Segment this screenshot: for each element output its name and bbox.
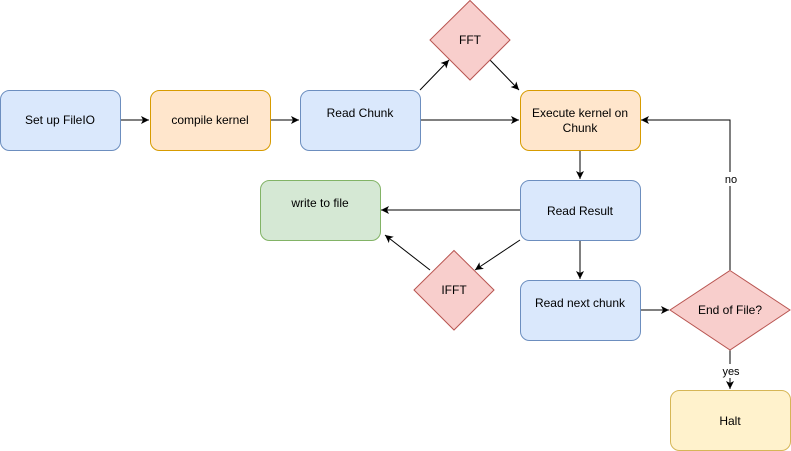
edges: no yes	[120, 59, 743, 389]
node-execute-kernel-label-line1: Execute kernel on	[532, 106, 628, 120]
node-compile-kernel[interactable]: compile kernel	[150, 90, 271, 151]
node-end-of-file-decision[interactable]: End of File?	[669, 269, 791, 351]
node-fft[interactable]: FFT	[429, 0, 511, 81]
node-ifft-label: IFFT	[441, 283, 467, 297]
edge-readchunk-to-fft	[419, 59, 450, 91]
node-read-result[interactable]: Read Result	[520, 180, 641, 241]
node-halt[interactable]: Halt	[670, 390, 791, 451]
node-ifft[interactable]: IFFT	[413, 249, 495, 331]
edge-label-yes-bg	[719, 364, 743, 378]
node-read-chunk[interactable]: Read Chunk	[300, 90, 421, 151]
node-halt-label: Halt	[719, 414, 741, 428]
node-setup-fileio[interactable]: Set up FileIO	[0, 90, 121, 151]
node-execute-kernel[interactable]: Execute kernel on Chunk	[520, 90, 641, 151]
node-read-chunk-label: Read Chunk	[327, 106, 395, 120]
node-compile-kernel-label: compile kernel	[171, 113, 248, 127]
node-end-of-file-label: End of File?	[698, 303, 762, 317]
node-execute-kernel-label-line2: Chunk	[563, 121, 599, 135]
node-read-next-chunk-label: Read next chunk	[535, 296, 626, 310]
edge-label-yes: yes	[722, 366, 740, 378]
node-setup-fileio-label: Set up FileIO	[25, 113, 95, 127]
node-read-result-label: Read Result	[547, 204, 614, 218]
edge-fft-to-execute	[489, 59, 520, 91]
node-write-to-file-label: write to file	[290, 196, 349, 210]
node-read-next-chunk[interactable]: Read next chunk	[520, 280, 641, 341]
edge-label-no-bg	[722, 172, 740, 186]
edge-label-no: no	[725, 174, 737, 186]
edge-eof-no-to-execute	[641, 116, 731, 270]
edge-ifft-to-write	[384, 234, 431, 271]
node-write-to-file[interactable]: write to file	[260, 180, 381, 241]
edge-readresult-to-ifft	[474, 239, 521, 271]
node-fft-label: FFT	[459, 33, 482, 47]
